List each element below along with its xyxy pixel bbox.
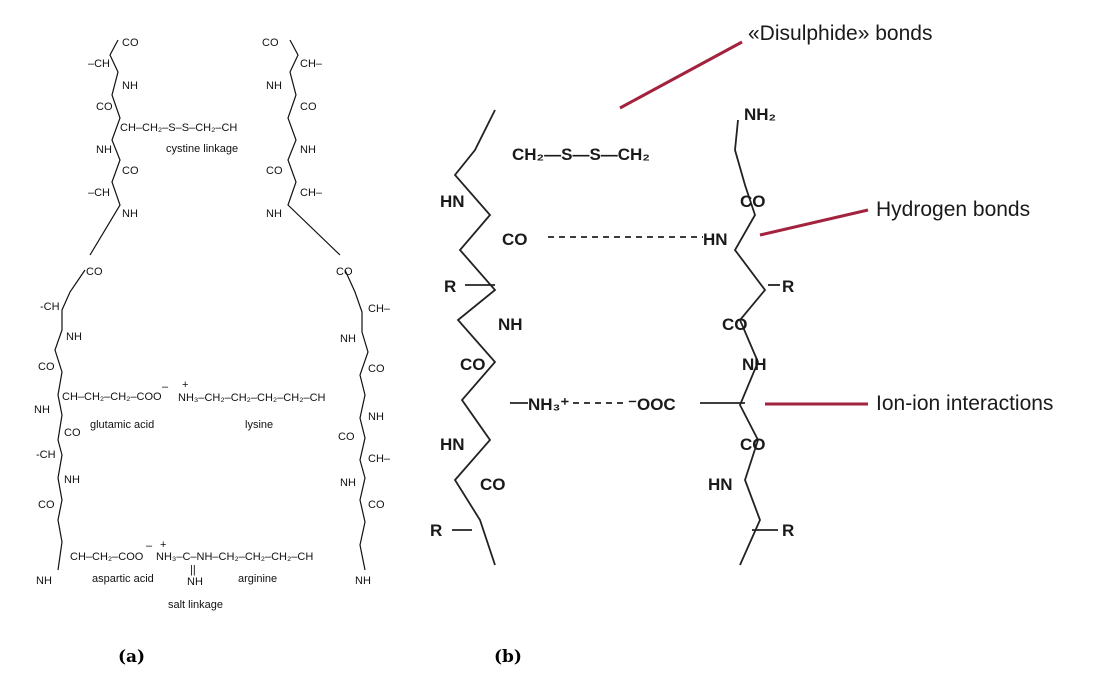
- panel-a-labels-left-top: CO –CH NH CO CH–CH₂–S–S–CH₂–CH NH CO –CH…: [88, 37, 237, 220]
- a-rm-co3: CO: [338, 431, 355, 443]
- a-rm-ch1: CH–: [368, 303, 391, 315]
- b-co-right3: CO: [740, 435, 766, 454]
- b-co-left2: CO: [460, 355, 486, 374]
- panel-a-labels-right-top: CO CH– NH CO NH CO CH– NH: [262, 37, 323, 220]
- a-rt-nh1: NH: [266, 80, 282, 92]
- b-nh3: NH₃⁺: [528, 395, 569, 414]
- panel-a-labels-middle: CO -CH NH CO CH–CH₂–CH₂–COO NH CO -CH NH…: [34, 266, 391, 511]
- b-r1: R: [444, 277, 456, 296]
- b-nh-left: NH: [498, 315, 523, 334]
- a-rt-ch2: CH–: [300, 187, 323, 199]
- a-rm-co4: CO: [368, 499, 385, 511]
- caption-a: (a): [118, 647, 145, 667]
- a-lm-nh1: NH: [66, 331, 82, 343]
- a-lt-nh3: NH: [122, 208, 138, 220]
- b-co-left3: CO: [480, 475, 506, 494]
- a-lm-co1: CO: [86, 266, 103, 278]
- caption-b: (b): [494, 647, 522, 667]
- b-hn1: HN: [440, 192, 465, 211]
- a-asp-chain: CH–CH₂–COO: [70, 551, 144, 563]
- b-co1: CO: [740, 192, 766, 211]
- b-hn-right3: HN: [708, 475, 733, 494]
- a-lt-cystine-chain: CH–CH₂–S–S–CH₂–CH: [120, 122, 237, 134]
- a-rm-ch2: CH–: [368, 453, 391, 465]
- a-lt-co3: CO: [122, 165, 139, 177]
- a-lysine-chain: NH₃–CH₂–CH₂–CH₂–CH₂–CH: [178, 392, 326, 404]
- a-bottom-left-nh: NH: [36, 575, 52, 587]
- a-rt-nh3: NH: [266, 208, 282, 220]
- a-rm-co2: CO: [368, 363, 385, 375]
- a-lys-plus: +: [182, 379, 188, 391]
- b-coo: ⁻OOC: [628, 395, 676, 414]
- b-r3: R: [430, 521, 442, 540]
- a-rm-co1: CO: [336, 266, 353, 278]
- a-lm-co3: CO: [64, 427, 81, 439]
- label-hydrogen-bonds: Hydrogen bonds: [876, 198, 1030, 221]
- b-disulphide-chain: CH₂—S—S—CH₂: [512, 145, 650, 164]
- a-arginine-chain: NH₃–C–NH–CH₂–CH₂–CH₂–CH: [156, 551, 313, 563]
- a-glu-minus: –: [162, 381, 169, 393]
- a-rm-nh1: NH: [340, 333, 356, 345]
- a-rt-ch1: CH–: [300, 58, 323, 70]
- a-lt-nh2: NH: [96, 144, 112, 156]
- a-lm-nh2: NH: [34, 404, 50, 416]
- a-rt-co3: CO: [266, 165, 283, 177]
- b-nh-right: NH: [742, 355, 767, 374]
- b-r2: R: [782, 277, 794, 296]
- a-asp-minus: –: [146, 540, 153, 552]
- a-lt-ch2: –CH: [88, 187, 110, 199]
- a-lysine-label: lysine: [245, 419, 273, 431]
- b-r4: R: [782, 521, 794, 540]
- panel-b-labels: CH₂—S—S—CH₂ NH₂ HN CO CO HN R R NH CO CO…: [430, 105, 794, 540]
- a-salt-label: salt linkage: [168, 599, 223, 611]
- panel-a-labels-bottom: CH–CH₂–COO – + NH₃–C–NH–CH₂–CH₂–CH₂–CH |…: [36, 539, 371, 611]
- panel-a-structure: [54, 39, 369, 571]
- a-rm-nh2: NH: [368, 411, 384, 423]
- b-co-right2: CO: [722, 315, 748, 334]
- a-lt-nh1: NH: [122, 80, 138, 92]
- a-lm-ch2: -CH: [36, 449, 56, 461]
- a-lm-co4: CO: [38, 499, 55, 511]
- panel-b-annotations: «Disulphide» bonds Hydrogen bonds Ion-io…: [748, 22, 1053, 415]
- a-lt-ch1: –CH: [88, 58, 110, 70]
- a-bottom-right-nh: NH: [355, 575, 371, 587]
- a-arg-dbl: ||: [190, 564, 196, 576]
- a-lt-co2: CO: [96, 101, 113, 113]
- a-rm-nh3: NH: [340, 477, 356, 489]
- a-arginine-label: arginine: [238, 573, 277, 585]
- a-lt-co1: CO: [122, 37, 139, 49]
- a-aspartic-label: aspartic acid: [92, 573, 154, 585]
- a-glutamic-label: glutamic acid: [90, 419, 154, 431]
- a-lm-co2: CO: [38, 361, 55, 373]
- a-rt-co2: CO: [300, 101, 317, 113]
- a-lm-ch1: -CH: [40, 301, 60, 313]
- a-lm-glu-chain: CH–CH₂–CH₂–COO: [62, 391, 162, 403]
- a-lm-nh3: NH: [64, 474, 80, 486]
- a-rt-nh2: NH: [300, 144, 316, 156]
- label-ion-ion-interactions: Ion-ion interactions: [876, 392, 1053, 415]
- label-disulphide-bonds: «Disulphide» bonds: [748, 22, 932, 45]
- a-rt-co1: CO: [262, 37, 279, 49]
- b-hn2: HN: [440, 435, 465, 454]
- panel-b-structure: [452, 40, 869, 566]
- a-cystine-label: cystine linkage: [166, 143, 238, 155]
- a-arg-plus: +: [160, 539, 166, 551]
- b-hn-right1: HN: [703, 230, 728, 249]
- a-arg-nh: NH: [187, 576, 203, 588]
- b-co-left1: CO: [502, 230, 528, 249]
- b-nh2: NH₂: [744, 105, 776, 124]
